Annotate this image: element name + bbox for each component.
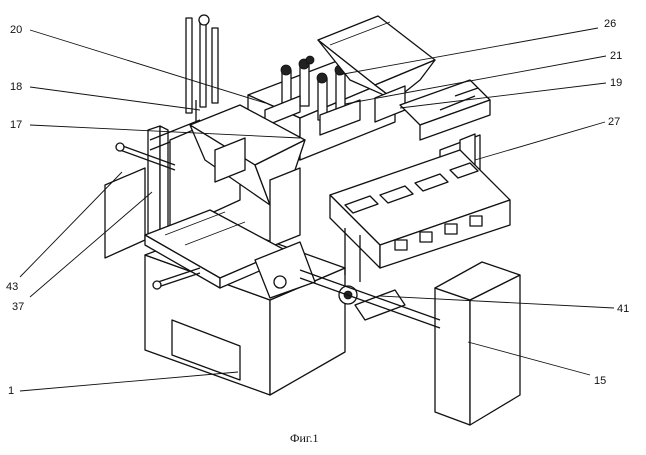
label-20: 20: [10, 24, 22, 36]
label-26: 26: [604, 18, 616, 30]
label-15: 15: [594, 375, 606, 387]
label-37: 37: [12, 301, 24, 313]
label-27: 27: [608, 116, 620, 128]
label-19: 19: [610, 77, 622, 89]
label-21: 21: [610, 50, 622, 62]
vertical-rods: [186, 15, 218, 130]
label-41: 41: [617, 303, 629, 315]
label-17: 17: [10, 119, 22, 131]
right-leg-block: [435, 262, 520, 425]
figure-caption: Фиг.1: [290, 431, 318, 445]
label-18: 18: [10, 81, 22, 93]
label-1: 1: [8, 385, 14, 397]
label-43: 43: [6, 281, 18, 293]
